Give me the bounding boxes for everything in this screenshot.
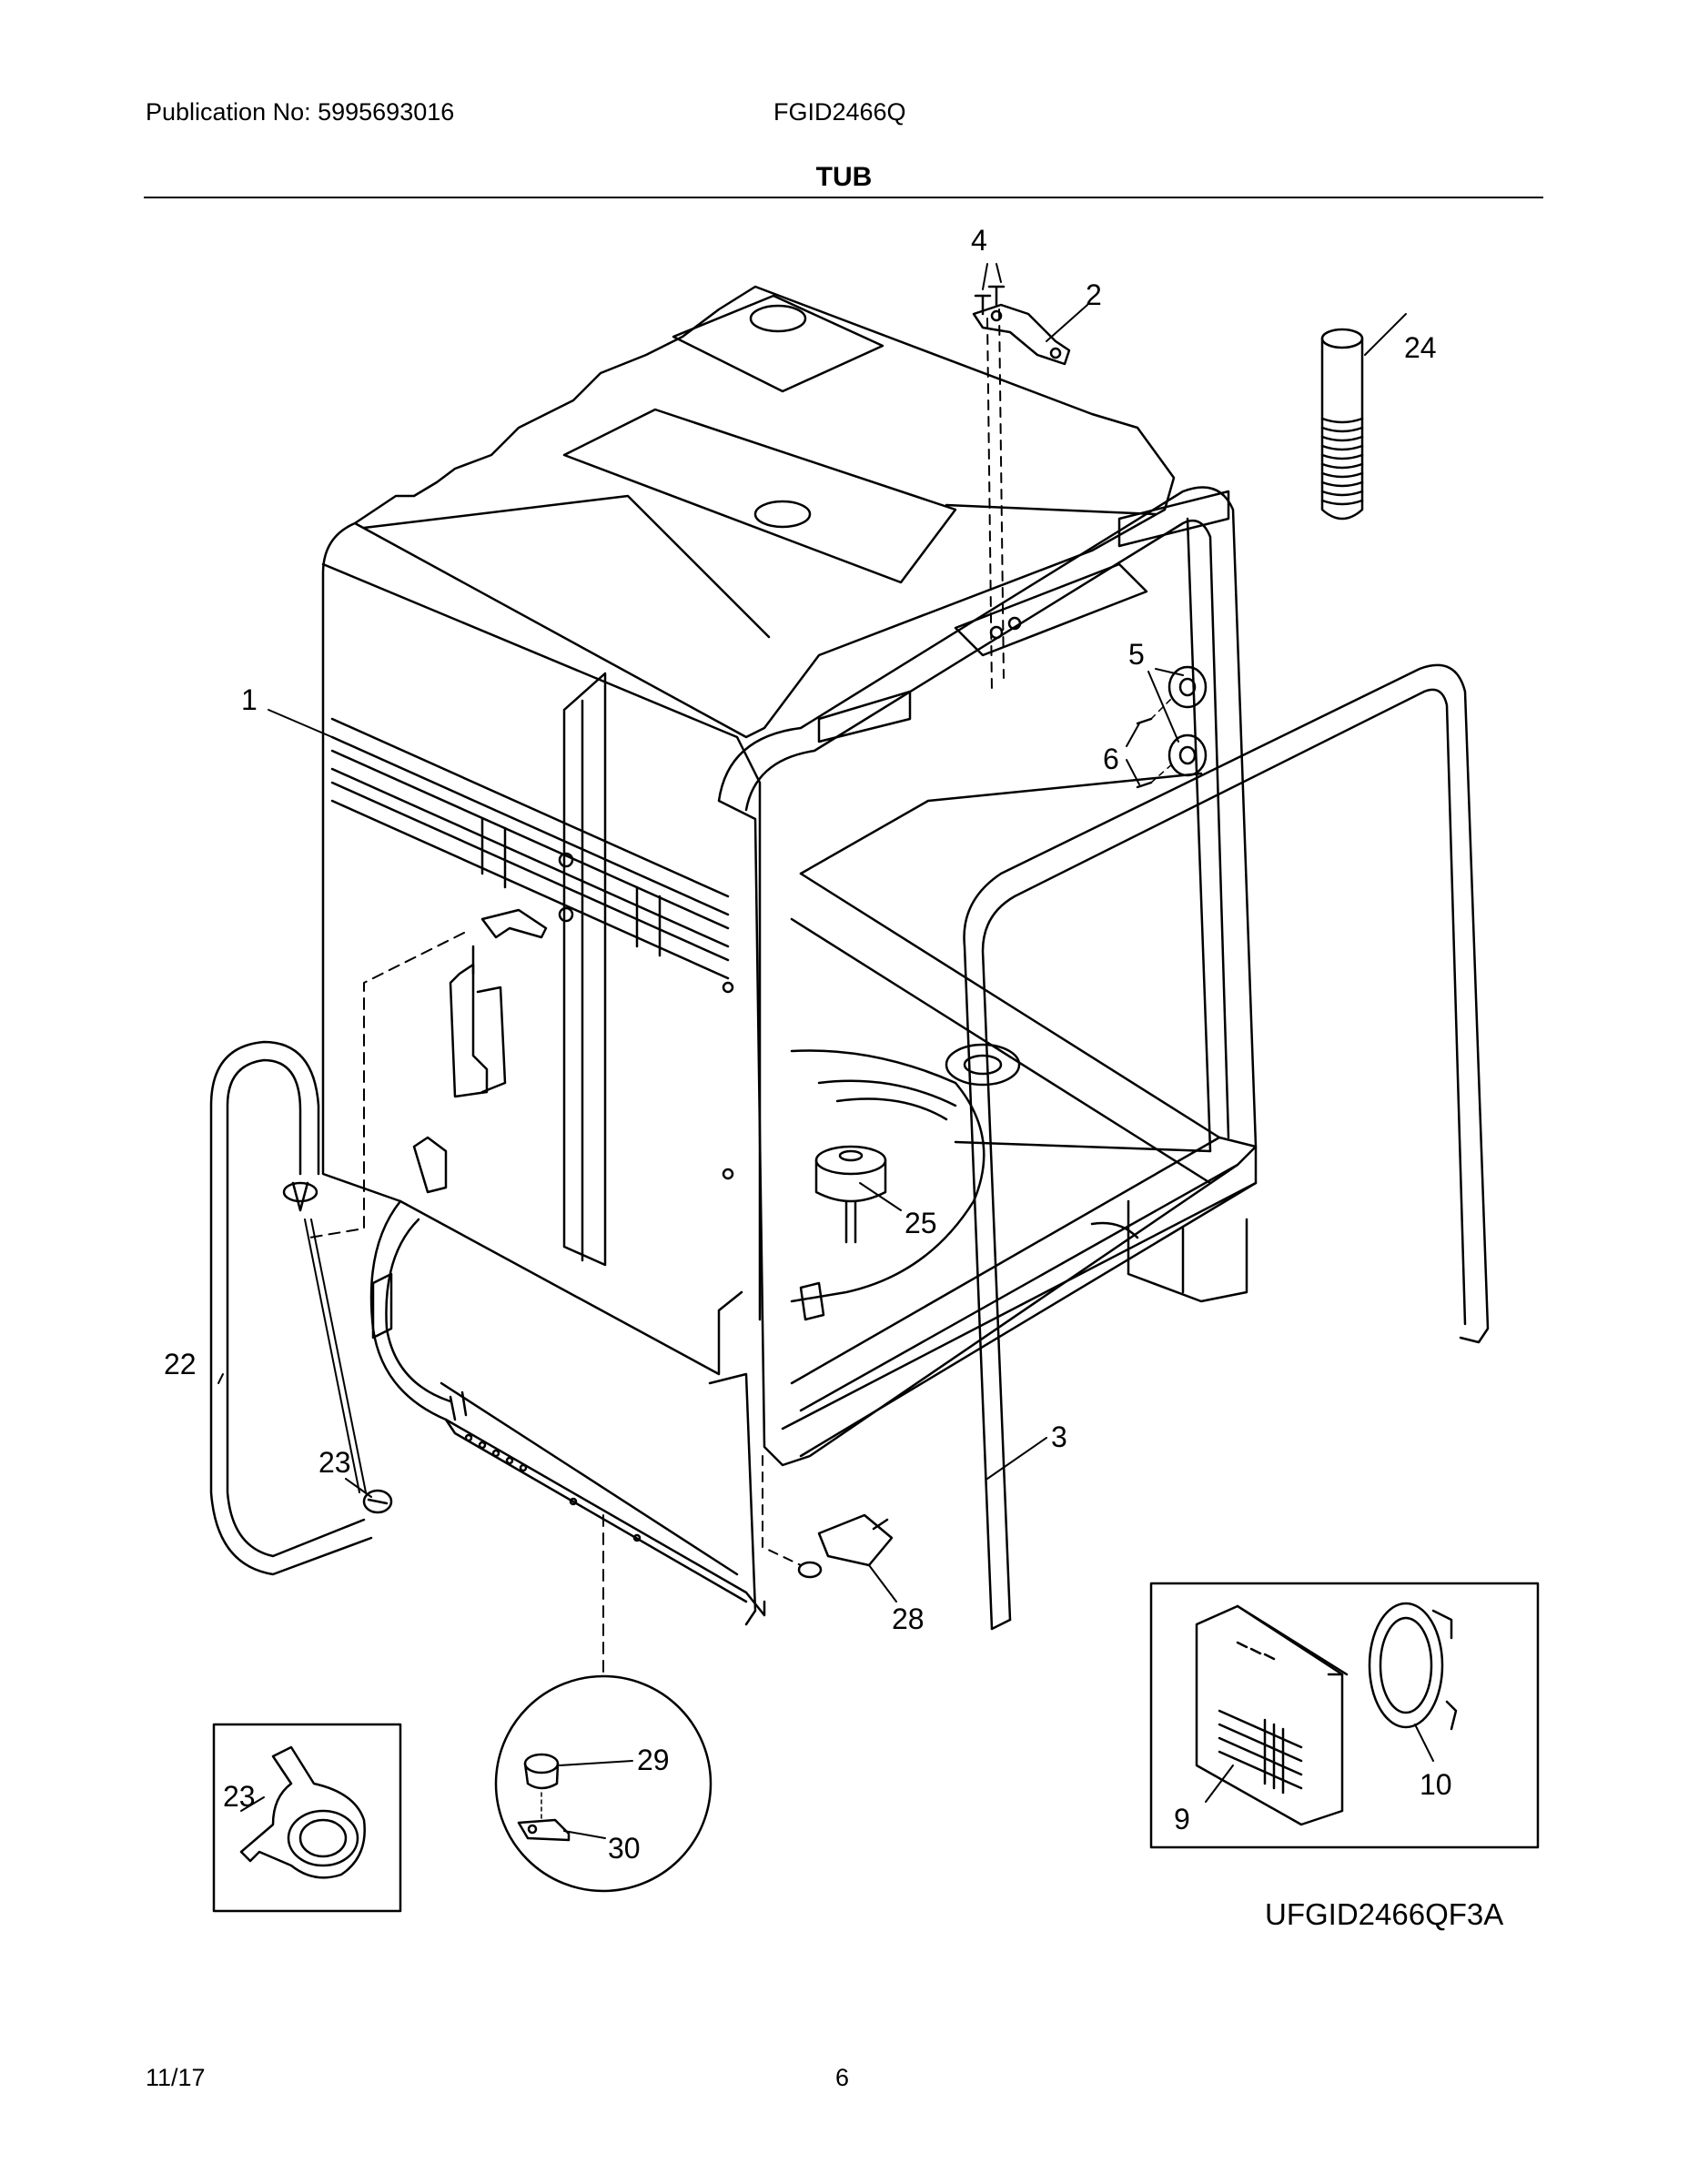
callout-30: 30: [608, 1832, 641, 1865]
callout-3: 3: [1051, 1421, 1067, 1453]
callout-2: 2: [1086, 278, 1102, 311]
publication-number: Publication No: 5995693016: [146, 98, 455, 126]
part-22-drain-hose: [209, 1040, 373, 1576]
callout-22: 22: [164, 1348, 197, 1380]
leader-lines: [217, 263, 1434, 1839]
callout-6: 6: [1103, 743, 1119, 775]
callout-23: 23: [318, 1446, 351, 1479]
part-10-retainer-ring: [1368, 1602, 1458, 1731]
part-9-control-board: [1195, 1604, 1349, 1826]
callout-5: 5: [1128, 638, 1145, 671]
diagram-code: UFGID2466QF3A: [1265, 1897, 1504, 1931]
part-6-screws: [1136, 717, 1153, 789]
detail-clamp-23: [239, 1745, 366, 1879]
part-4-screws: [974, 285, 1006, 316]
header-rule: [144, 197, 1543, 198]
section-title: TUB: [815, 162, 873, 192]
callout-25: 25: [905, 1207, 937, 1239]
tub-body: [321, 285, 1258, 1626]
part-25-sensor: [814, 1145, 887, 1244]
callout-28: 28: [892, 1603, 925, 1635]
part-24-fill-tube: [1320, 328, 1364, 521]
callout-1: 1: [241, 683, 258, 716]
part-28-switch: [797, 1513, 894, 1579]
detail-29-30-parts: [517, 1753, 571, 1842]
callout-4: 4: [971, 224, 987, 257]
float-switch-assembly: [412, 908, 548, 1194]
part-5-rollers: [1167, 665, 1208, 777]
detail-box-clamp: [212, 1723, 402, 1913]
callout-29: 29: [637, 1744, 670, 1776]
tub-top-brackets: [817, 490, 1230, 743]
part-23-clamps: [282, 1181, 393, 1514]
callout-9: 9: [1174, 1803, 1190, 1835]
page-number: 6: [835, 2064, 850, 2091]
detail-circle-29-30: [494, 1674, 713, 1893]
model-number: FGID2466Q: [773, 98, 906, 126]
callout-24: 24: [1404, 331, 1437, 364]
callout-10: 10: [1420, 1768, 1452, 1801]
part-2-bracket: [972, 303, 1071, 366]
detail-box-control: [1149, 1582, 1540, 1849]
part-3-gasket: [963, 663, 1490, 1631]
footer-date: 11/17: [146, 2064, 206, 2091]
callout-23-detail: 23: [223, 1780, 256, 1813]
